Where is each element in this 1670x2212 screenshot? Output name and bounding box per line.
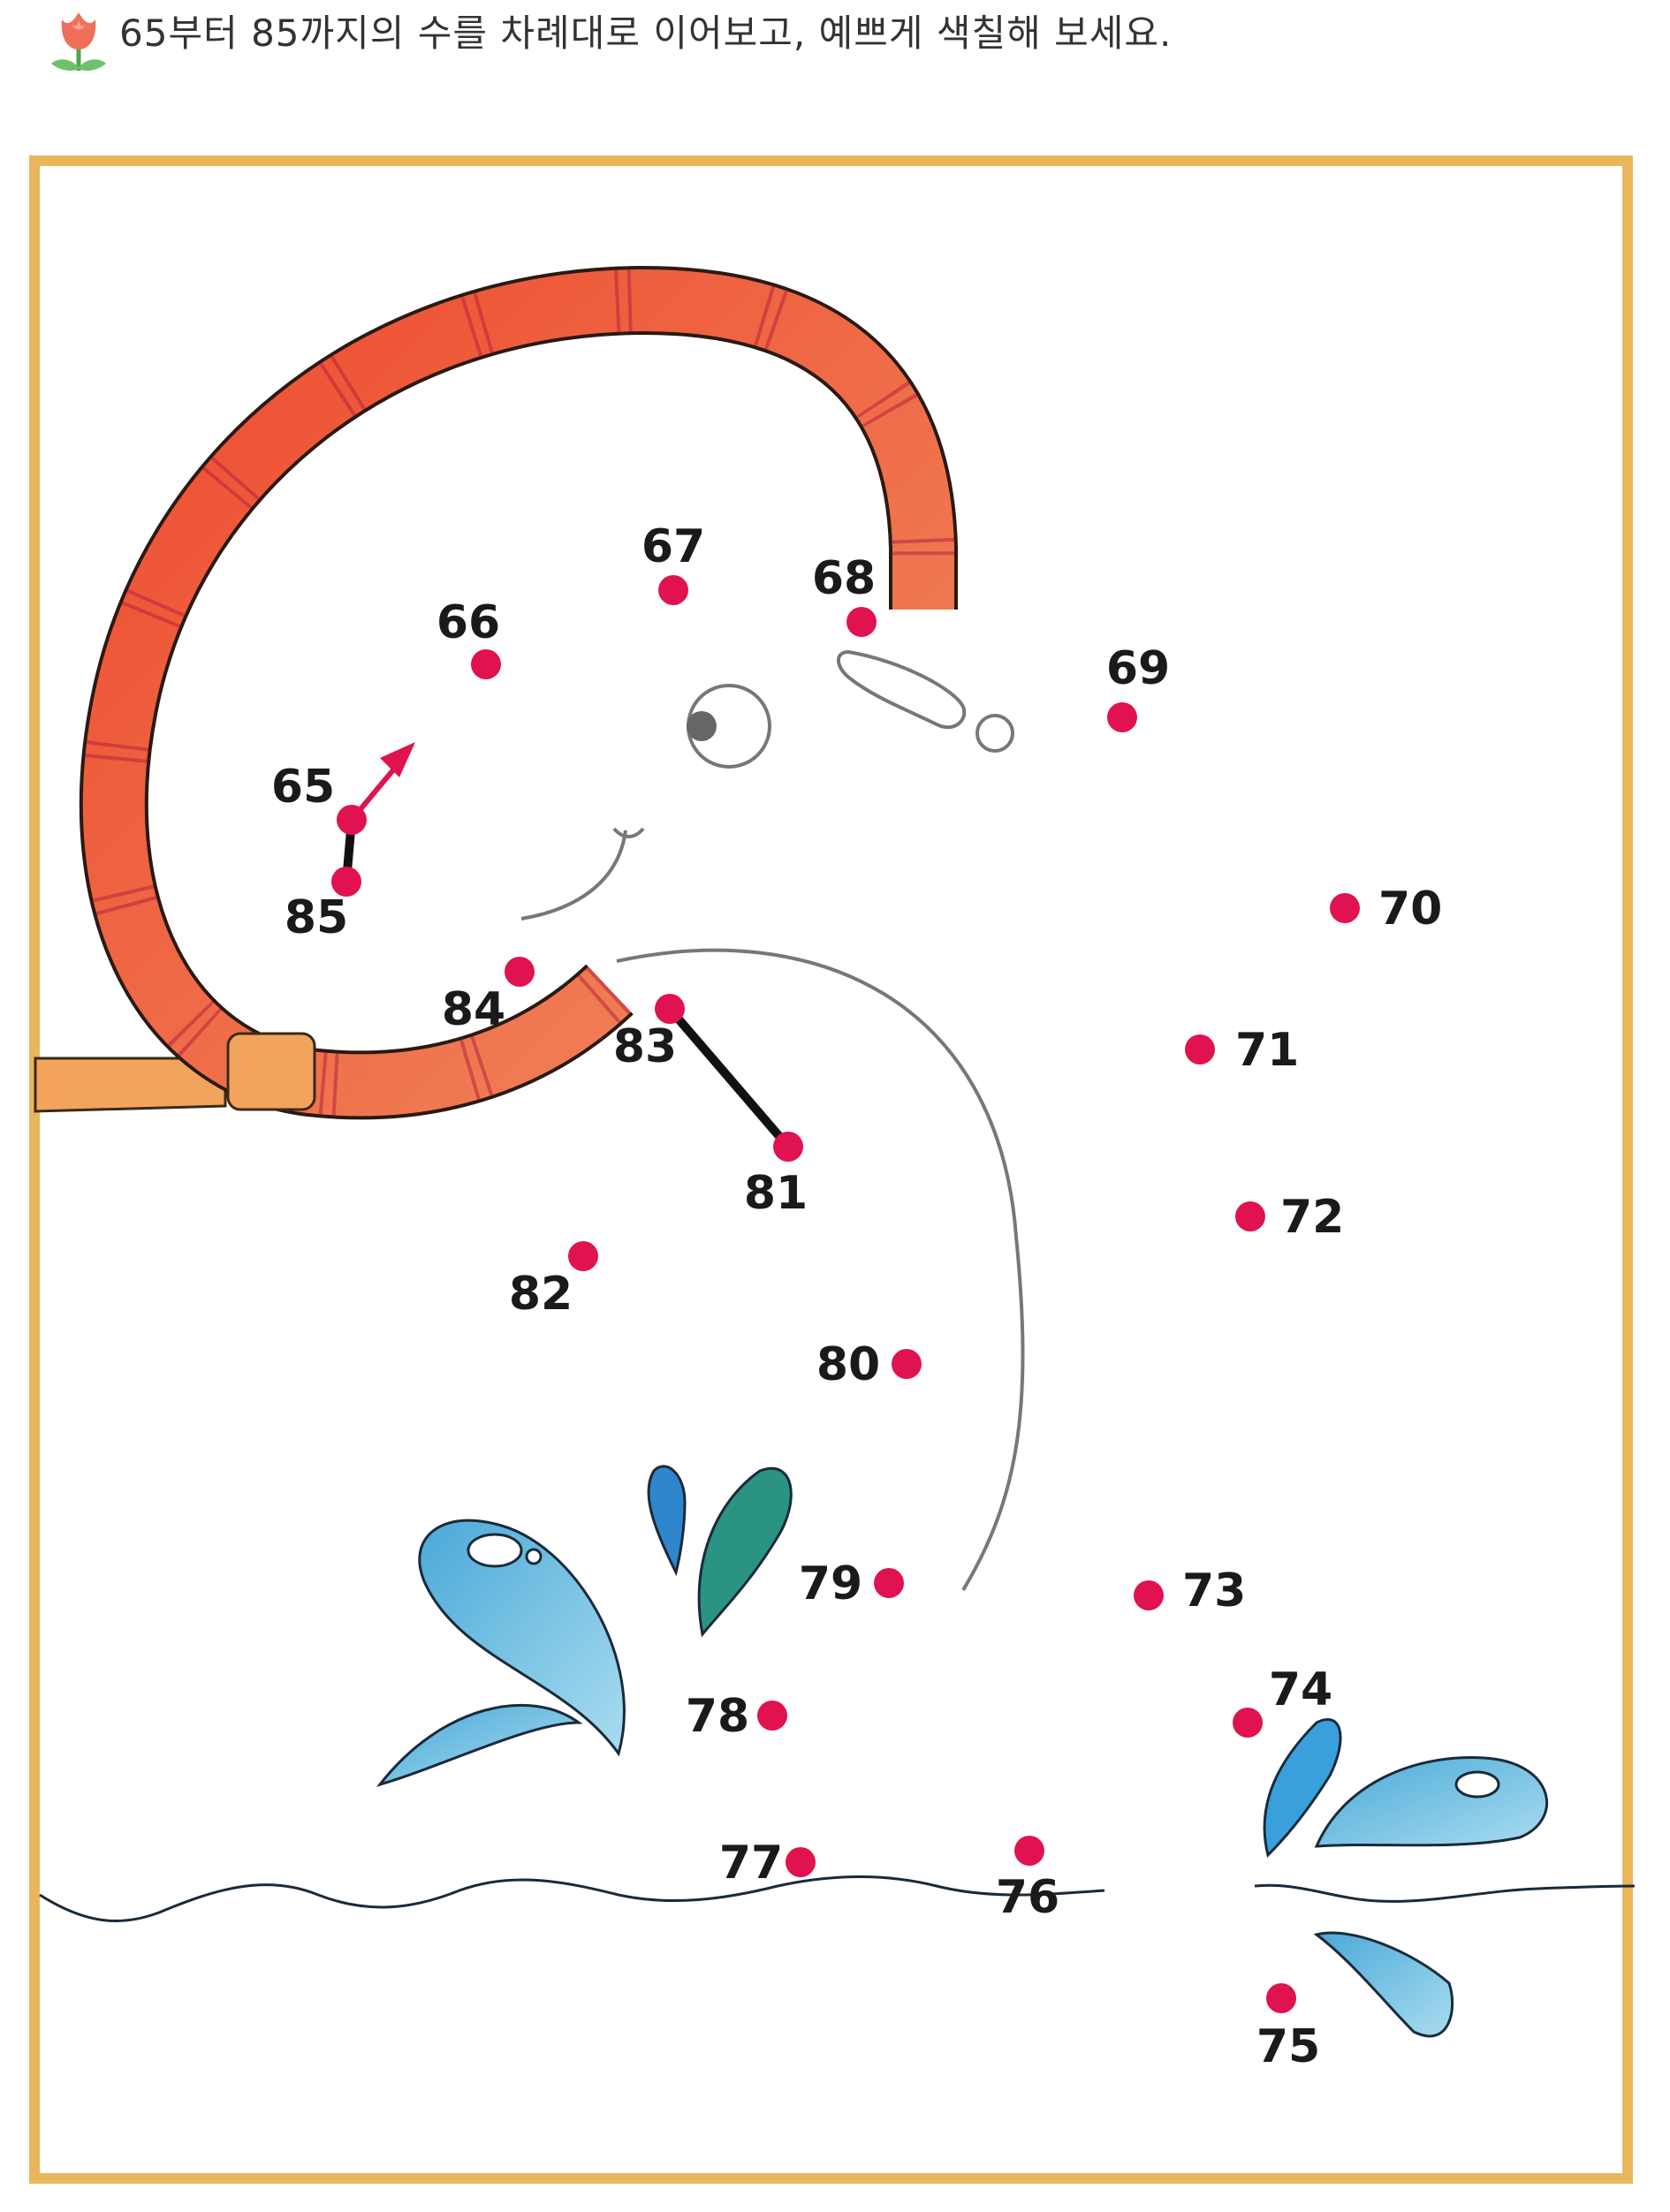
dot-66[interactable]: 66 [436, 596, 501, 679]
dot-marker[interactable] [757, 1701, 787, 1731]
dot-78[interactable]: 78 [686, 1690, 787, 1743]
dot-label: 77 [719, 1837, 783, 1890]
dot-layer: 65 66 67 68 69 70 71 72 73 74 75 76 77 78 79 80 81 82 83 84… [271, 520, 1443, 2073]
dot-77[interactable]: 77 [719, 1837, 816, 1890]
dot-68[interactable]: 68 [812, 552, 877, 637]
dot-label: 81 [744, 1167, 808, 1220]
dot-label: 69 [1106, 642, 1170, 695]
dot-marker[interactable] [1134, 1580, 1164, 1610]
hose-handle [34, 1057, 227, 1113]
dot-marker[interactable] [1266, 1983, 1296, 2013]
dot-label: 83 [613, 1020, 677, 1073]
dot-80[interactable]: 80 [816, 1338, 922, 1391]
dot-marker[interactable] [331, 867, 361, 897]
dot-label: 79 [799, 1557, 862, 1610]
dot-marker[interactable] [658, 575, 688, 605]
dot-85[interactable]: 85 [285, 867, 361, 944]
dolphin-smile [520, 830, 627, 920]
dot-marker[interactable] [471, 649, 501, 679]
dot-label: 80 [816, 1338, 880, 1391]
dot-label: 71 [1235, 1024, 1299, 1077]
dot-83[interactable]: 83 [613, 994, 685, 1073]
dot-70[interactable]: 70 [1330, 883, 1442, 936]
dot-label: 75 [1256, 2020, 1320, 2073]
dot-label: 67 [641, 520, 705, 573]
dot-label: 68 [812, 552, 876, 605]
dot-marker[interactable] [337, 805, 367, 835]
dot-81[interactable]: 81 [744, 1132, 808, 1220]
water-surface-lines [39, 1875, 1636, 1923]
dot-marker[interactable] [1235, 1201, 1265, 1231]
dot-label: 85 [285, 891, 348, 944]
garden-hose-illustration [34, 265, 958, 1120]
dot-marker[interactable] [1233, 1708, 1263, 1738]
dot-label: 82 [509, 1268, 573, 1321]
dolphin-illustration [520, 649, 1025, 1592]
instruction-text: 65부터 85까지의 수를 차례대로 이어보고, 예쁘게 색칠해 보세요. [119, 11, 1173, 55]
dot-label: 74 [1269, 1663, 1332, 1716]
dot-label: 84 [442, 983, 505, 1036]
dot-marker[interactable] [786, 1847, 816, 1877]
dot-label: 66 [436, 596, 500, 649]
dot-marker[interactable] [1330, 893, 1360, 923]
dot-76[interactable]: 76 [996, 1836, 1059, 1924]
dot-67[interactable]: 67 [641, 520, 705, 605]
dot-marker[interactable] [505, 957, 535, 987]
dot-marker[interactable] [1185, 1034, 1215, 1064]
connector-line-83-81 [665, 1004, 793, 1151]
dot-marker[interactable] [874, 1568, 904, 1598]
instruction-header: 65부터 85까지의 수를 차례대로 이어보고, 예쁘게 색칠해 보세요. [44, 0, 1652, 80]
dot-label: 65 [271, 761, 335, 814]
dot-label: 70 [1378, 883, 1442, 936]
dot-82[interactable]: 82 [509, 1241, 598, 1321]
dot-label: 73 [1182, 1564, 1246, 1617]
dot-79[interactable]: 79 [799, 1557, 904, 1610]
dolphin-blowhole [837, 649, 967, 730]
water-splash-illustration [376, 1465, 1549, 2038]
dot-marker[interactable] [655, 994, 685, 1024]
dolphin-belly [616, 948, 1025, 1592]
dot-75[interactable]: 75 [1256, 1983, 1320, 2073]
dot-marker[interactable] [892, 1349, 922, 1379]
dot-marker[interactable] [846, 607, 877, 637]
dot-marker[interactable] [568, 1241, 598, 1271]
dot-69[interactable]: 69 [1106, 642, 1170, 732]
start-arrow-icon [349, 742, 415, 822]
dot-71[interactable]: 71 [1185, 1024, 1299, 1077]
dot-65[interactable]: 65 [271, 761, 367, 835]
dot-84[interactable]: 84 [442, 957, 535, 1036]
tulip-flower-icon [51, 12, 106, 71]
dot-label: 76 [996, 1871, 1059, 1924]
dot-73[interactable]: 73 [1134, 1564, 1246, 1617]
dot-marker[interactable] [1107, 702, 1137, 732]
hose-connector [226, 1032, 316, 1111]
dot-label: 78 [686, 1690, 749, 1743]
dot-label: 72 [1280, 1191, 1344, 1244]
dot-marker[interactable] [1014, 1836, 1044, 1866]
dot-74[interactable]: 74 [1233, 1663, 1332, 1738]
dot-marker[interactable] [773, 1132, 803, 1162]
dot-72[interactable]: 72 [1235, 1191, 1344, 1244]
